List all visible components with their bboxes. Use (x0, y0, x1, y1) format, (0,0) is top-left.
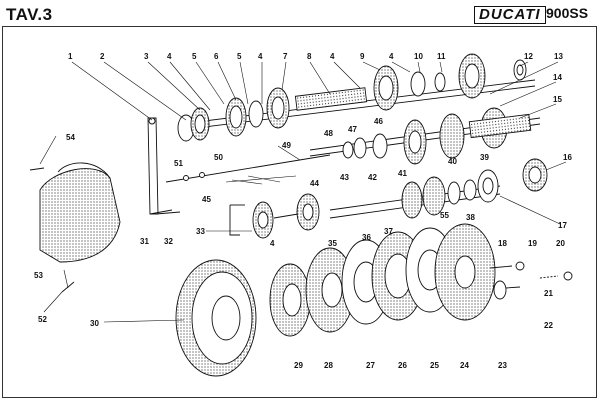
callout-49: 49 (282, 141, 291, 150)
callout-18: 18 (498, 239, 507, 248)
side-cover (29, 162, 121, 293)
callout-12: 12 (524, 52, 533, 61)
callout-4c: 4 (330, 52, 335, 61)
output-shaft-cluster (329, 169, 501, 219)
callout-5b: 5 (237, 52, 242, 61)
callout-28: 28 (324, 361, 333, 370)
brand-logo: DUCATI (474, 6, 546, 24)
drawing-frame (2, 26, 597, 398)
callout-labels: 1 2 3 4 5 6 5 4 7 8 4 9 4 10 11 12 13 14… (34, 52, 572, 370)
callout-54: 54 (66, 133, 75, 142)
callout-29: 29 (294, 361, 303, 370)
callout-1: 1 (68, 52, 73, 61)
callout-14: 14 (553, 73, 562, 82)
callout-4d: 4 (389, 52, 394, 61)
callout-51: 51 (174, 159, 183, 168)
callout-4b: 4 (258, 52, 263, 61)
callout-41: 41 (398, 169, 407, 178)
callout-3: 3 (144, 52, 149, 61)
callout-16: 16 (563, 153, 572, 162)
callout-47: 47 (348, 125, 357, 134)
shift-rod (165, 154, 331, 183)
callout-6: 6 (214, 52, 219, 61)
callout-36: 36 (362, 233, 371, 242)
callout-4: 4 (167, 52, 172, 61)
spring-bolts (489, 261, 573, 300)
callout-19: 19 (528, 239, 537, 248)
callout-25: 25 (430, 361, 439, 370)
plate-number: TAV.3 (6, 5, 53, 24)
callout-42: 42 (368, 173, 377, 182)
callout-15: 15 (553, 95, 562, 104)
callout-11: 11 (437, 52, 446, 61)
callout-8: 8 (307, 52, 312, 61)
callout-53: 53 (34, 271, 43, 280)
callout-20: 20 (556, 239, 565, 248)
leader-lines (39, 61, 567, 323)
callout-2: 2 (100, 52, 105, 61)
callout-30: 30 (90, 319, 99, 328)
callout-45: 45 (202, 195, 211, 204)
model-name: 900SS (546, 5, 589, 21)
callout-27: 27 (366, 361, 375, 370)
callout-31: 31 (140, 237, 149, 246)
callout-37: 37 (384, 227, 393, 236)
callout-43: 43 (340, 173, 349, 182)
callout-4e: 4 (270, 239, 275, 248)
callout-35: 35 (328, 239, 337, 248)
shift-lever (147, 117, 181, 215)
callout-48: 48 (324, 129, 333, 138)
callout-9: 9 (360, 52, 365, 61)
upper-gear-cluster (177, 53, 536, 142)
callout-21: 21 (544, 289, 553, 298)
callout-10: 10 (414, 52, 423, 61)
callout-13: 13 (554, 52, 563, 61)
callout-40: 40 (448, 157, 457, 166)
clutch-assembly (175, 223, 496, 377)
callout-17: 17 (558, 221, 567, 230)
callout-44: 44 (310, 179, 319, 188)
callout-50: 50 (214, 153, 223, 162)
callout-55: 55 (440, 211, 449, 220)
callout-22: 22 (544, 321, 553, 330)
callout-26: 26 (398, 361, 407, 370)
callout-52: 52 (38, 315, 47, 324)
callout-5: 5 (192, 52, 197, 61)
callout-33: 33 (196, 227, 205, 236)
callout-7: 7 (283, 52, 288, 61)
callout-32: 32 (164, 237, 173, 246)
callout-24: 24 (460, 361, 469, 370)
callout-23: 23 (498, 361, 507, 370)
callout-38: 38 (466, 213, 475, 222)
selector-group (229, 193, 320, 239)
callout-39: 39 (480, 153, 489, 162)
layshaft-cluster (309, 107, 548, 192)
callout-46: 46 (374, 117, 383, 126)
